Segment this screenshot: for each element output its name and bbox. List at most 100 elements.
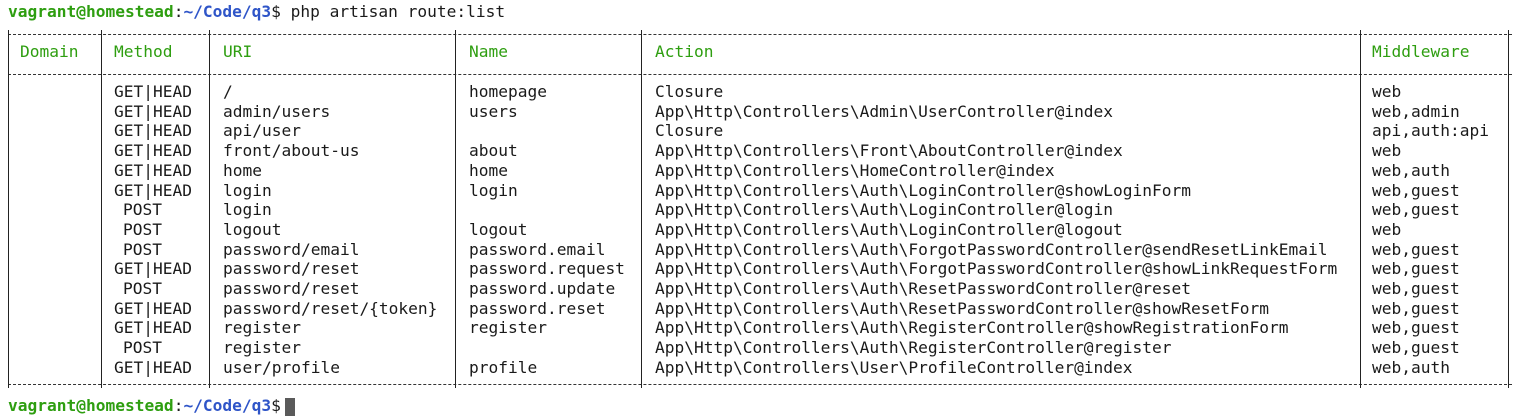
cell-uri: register <box>223 338 301 358</box>
prompt-user-host: vagrant@homestead <box>8 2 174 21</box>
cell-middleware: web,guest <box>1372 318 1460 338</box>
cell-name: homepage <box>469 82 547 101</box>
cell-uri: password/reset <box>223 259 360 279</box>
cell-name: password.request <box>469 259 625 279</box>
command-line[interactable]: vagrant@homestead:~/Code/q3$ <box>8 396 295 416</box>
prompt-path: ~/Code/q3 <box>183 396 272 415</box>
header-uri: URI <box>223 42 253 61</box>
cell-action: Closure <box>655 82 724 101</box>
cell-action: App\Http\Controllers\Auth\LoginControlle… <box>655 219 1123 239</box>
cell-method: POST <box>123 239 162 259</box>
cell-action: App\Http\Controllers\Auth\ResetPasswordC… <box>655 298 1269 318</box>
command-text: php artisan route:list <box>290 2 506 21</box>
cell-method: GET|HEAD <box>114 141 192 161</box>
cell-method: GET|HEAD <box>114 160 192 180</box>
cell-middleware: web <box>1372 141 1402 161</box>
column-separator <box>1508 30 1509 388</box>
cell-uri: api/user <box>223 121 301 141</box>
cell-method: POST <box>123 200 162 220</box>
cell-uri: logout <box>223 219 282 239</box>
cell-middleware: web,admin <box>1372 101 1460 121</box>
cell-middleware: web <box>1372 219 1402 239</box>
cell-middleware: web,guest <box>1372 279 1460 298</box>
cell-action: App\Http\Controllers\Auth\RegisterContro… <box>655 318 1289 338</box>
header-domain: Domain <box>20 42 79 61</box>
cell-middleware: web,guest <box>1372 298 1460 318</box>
cell-uri: password/reset/{token} <box>223 298 438 318</box>
cell-method: GET|HEAD <box>114 180 192 200</box>
cell-uri: login <box>223 180 272 200</box>
cell-name: home <box>469 160 508 180</box>
cell-name: login <box>469 180 518 200</box>
text-cursor <box>284 397 295 416</box>
prompt-user-host: vagrant@homestead <box>8 396 174 415</box>
cell-method: GET|HEAD <box>114 101 192 121</box>
cell-name: password.email <box>469 239 606 259</box>
table-header-border <box>8 74 1512 75</box>
cell-method: POST <box>123 279 162 298</box>
prompt-path: ~/Code/q3 <box>183 2 272 21</box>
cell-uri: home <box>223 160 262 180</box>
cell-uri: admin/users <box>223 101 331 121</box>
header-method: Method <box>114 42 173 61</box>
command-line: vagrant@homestead:~/Code/q3$ php artisan… <box>8 2 505 22</box>
cell-uri: register <box>223 318 301 338</box>
cell-action: App\Http\Controllers\Auth\ForgotPassword… <box>655 239 1328 259</box>
cell-method: GET|HEAD <box>114 298 192 318</box>
cell-middleware: api,auth:api <box>1372 121 1489 141</box>
cell-name: register <box>469 318 547 338</box>
cell-method: GET|HEAD <box>114 259 192 279</box>
cell-method: POST <box>123 219 162 239</box>
column-separator <box>8 30 9 388</box>
cell-action: App\Http\Controllers\User\ProfileControl… <box>655 357 1133 377</box>
cell-action: App\Http\Controllers\Auth\ResetPasswordC… <box>655 279 1192 298</box>
cell-action: App\Http\Controllers\Auth\LoginControlle… <box>655 200 1114 220</box>
cell-uri: / <box>223 82 233 101</box>
terminal-window[interactable]: vagrant@homestead:~/Code/q3$ php artisan… <box>8 0 1528 420</box>
cell-action: App\Http\Controllers\Front\AboutControll… <box>655 141 1123 161</box>
cell-name: about <box>469 141 518 161</box>
table-bottom-border <box>8 384 1512 385</box>
cell-action: App\Http\Controllers\Auth\ForgotPassword… <box>655 259 1338 279</box>
cell-action: App\Http\Controllers\Auth\RegisterContro… <box>655 338 1172 358</box>
cell-uri: front/about-us <box>223 141 360 161</box>
column-separator <box>455 30 456 388</box>
cell-name: password.update <box>469 279 616 298</box>
table-top-border <box>8 34 1512 35</box>
cell-method: GET|HEAD <box>114 82 192 101</box>
cell-method: GET|HEAD <box>114 121 192 141</box>
cell-name: users <box>469 101 518 121</box>
column-separator <box>101 30 102 388</box>
cell-method: GET|HEAD <box>114 357 192 377</box>
column-separator <box>1360 30 1361 388</box>
cell-name: password.reset <box>469 298 606 318</box>
cell-uri: login <box>223 200 272 220</box>
header-action: Action <box>655 42 714 61</box>
cell-method: GET|HEAD <box>114 318 192 338</box>
cell-middleware: web,guest <box>1372 200 1460 220</box>
prompt-dollar: $ <box>271 2 281 21</box>
header-middleware: Middleware <box>1372 42 1470 61</box>
prompt-dollar: $ <box>271 396 281 415</box>
cell-action: App\Http\Controllers\HomeController@inde… <box>655 160 1055 180</box>
cell-action: App\Http\Controllers\Auth\LoginControlle… <box>655 180 1192 200</box>
cell-name: logout <box>469 219 528 239</box>
cell-uri: user/profile <box>223 357 340 377</box>
cell-middleware: web,guest <box>1372 338 1460 358</box>
cell-uri: password/email <box>223 239 360 259</box>
cell-action: App\Http\Controllers\Admin\UserControlle… <box>655 101 1114 121</box>
cell-name: profile <box>469 357 538 377</box>
cell-action: Closure <box>655 121 724 141</box>
header-name: Name <box>469 42 508 61</box>
route-table: Domain Method URI Name Action Middleware… <box>8 30 1514 388</box>
cell-middleware: web,guest <box>1372 180 1460 200</box>
cell-middleware: web,auth <box>1372 160 1450 180</box>
prompt-colon: : <box>173 2 184 21</box>
cell-middleware: web,auth <box>1372 357 1450 377</box>
cell-method: POST <box>123 338 162 358</box>
cell-middleware: web,guest <box>1372 259 1460 279</box>
cell-uri: password/reset <box>223 279 360 298</box>
column-separator <box>641 30 642 388</box>
cell-middleware: web <box>1372 82 1402 101</box>
cell-middleware: web,guest <box>1372 239 1460 259</box>
